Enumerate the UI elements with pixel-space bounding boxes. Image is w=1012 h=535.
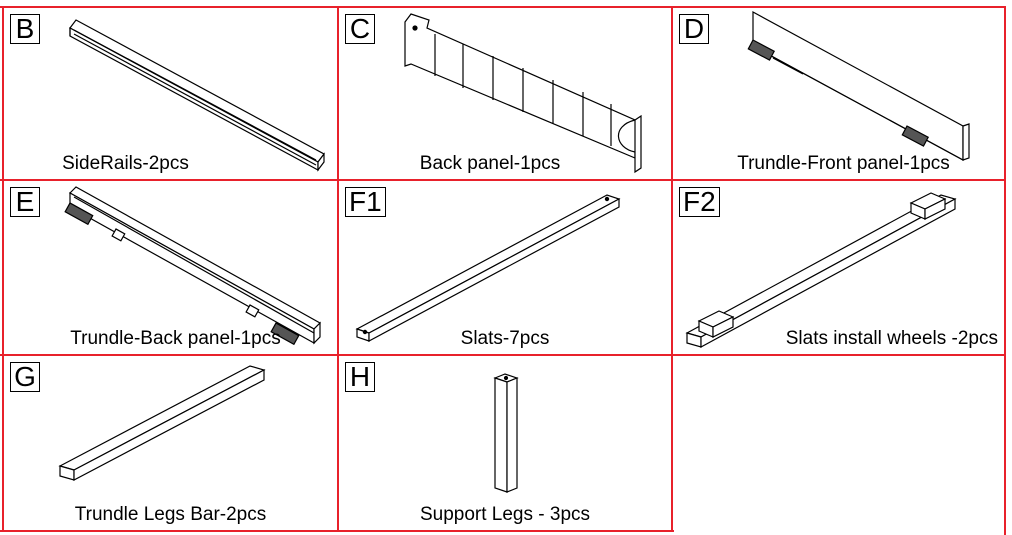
part-caption: Back panel-1pcs	[419, 153, 561, 174]
part-cell-d: D Trundle-Front panel-1pcs	[673, 8, 1004, 179]
grid-line-col2	[671, 6, 673, 532]
part-caption: Trundle-Back panel-1pcs	[70, 328, 281, 349]
part-cell-c: C Back panel-1pcs	[339, 8, 671, 179]
part-caption: Slats-7pcs	[460, 328, 550, 349]
side-rail-icon	[69, 19, 325, 172]
support-leg-icon	[493, 373, 519, 493]
part-cell-b: B SideRails-2pcs	[4, 8, 337, 179]
trundle-front-panel-icon	[747, 10, 970, 162]
grid-line-top	[0, 6, 1006, 8]
part-cell-g: G Trundle Legs Bar-2pcs	[4, 356, 337, 530]
part-caption: Trundle-Front panel-1pcs	[737, 153, 950, 174]
grid-line-left	[2, 6, 4, 532]
part-caption: Trundle Legs Bar-2pcs	[74, 504, 267, 525]
part-letter: B	[10, 14, 40, 44]
part-caption: Slats install wheels -2pcs	[785, 328, 998, 349]
part-letter: F1	[345, 187, 386, 217]
part-letter: D	[679, 14, 709, 44]
part-letter: E	[10, 187, 40, 217]
trundle-back-panel-icon	[64, 186, 321, 346]
part-cell-f1: F1 Slats-7pcs	[339, 181, 671, 354]
slat-with-wheels-icon	[685, 192, 957, 349]
grid-line-col1	[337, 6, 339, 532]
part-letter: G	[10, 362, 40, 392]
part-cell-f2: F2 Slats install wheels -2pcs	[673, 181, 1004, 354]
grid-line-row1	[0, 179, 1006, 181]
part-letter: H	[345, 362, 375, 392]
part-caption: Support Legs - 3pcs	[419, 504, 591, 525]
part-caption: SideRails-2pcs	[62, 153, 189, 174]
grid-line-row2	[0, 354, 1006, 356]
legs-bar-icon	[58, 365, 266, 481]
back-panel-icon	[404, 13, 642, 174]
slat-icon	[355, 194, 621, 343]
part-cell-h: H Support Legs - 3pcs	[339, 356, 671, 530]
part-letter: C	[345, 14, 375, 44]
grid-line-right	[1004, 6, 1006, 535]
part-letter: F2	[679, 187, 720, 217]
part-cell-e: E Trundle-Back panel-1pcs	[4, 181, 337, 354]
